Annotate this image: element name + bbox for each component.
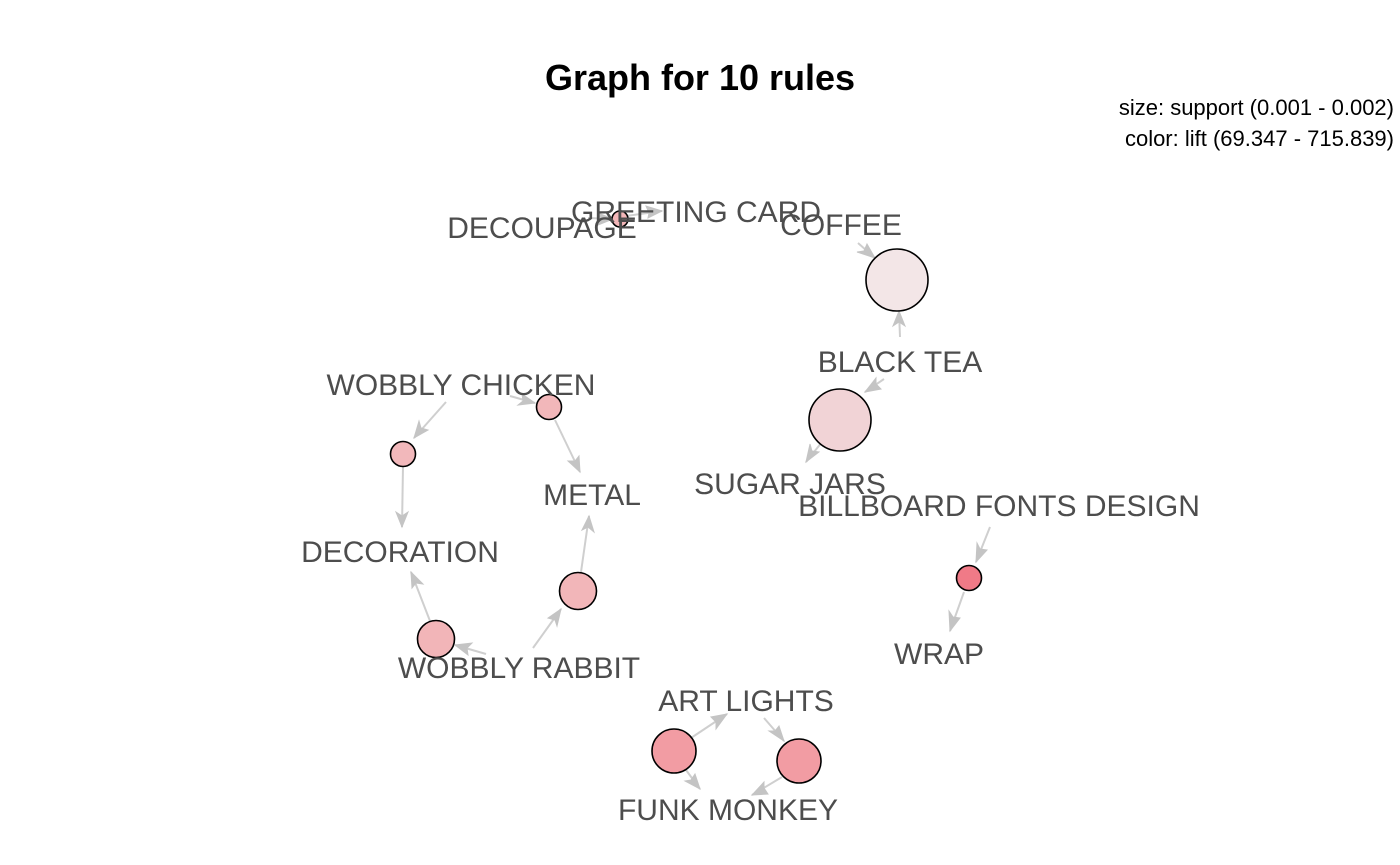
edge-arrow xyxy=(891,309,907,328)
rule-nodes-layer xyxy=(389,210,983,784)
edge-arrow xyxy=(750,780,769,796)
item-label-greeting-card: GREETING CARD xyxy=(571,196,821,229)
item-label-black-tea: BLACK TEA xyxy=(818,346,983,379)
graph-title: Graph for 10 rules xyxy=(545,57,855,98)
item-label-art-lights: ART LIGHTS xyxy=(658,685,834,718)
item-label-metal: METAL xyxy=(543,479,641,512)
rule-node xyxy=(955,564,983,592)
edge-arrow xyxy=(596,212,615,226)
rule-node xyxy=(776,738,822,784)
edge-arrow xyxy=(709,713,729,731)
item-label-coffee: COFFEE xyxy=(780,209,902,242)
rule-node xyxy=(416,619,456,659)
rule-node xyxy=(865,248,929,312)
item-label-wobbly-rabbit: WOBBLY RABBIT xyxy=(398,652,640,685)
edge-arrow xyxy=(948,609,961,633)
edge-arrow xyxy=(516,392,537,406)
edge-arrow xyxy=(767,724,785,743)
rule-node xyxy=(808,388,872,452)
edge-arrow xyxy=(546,607,562,628)
item-label-wobbly-chicken: WOBBLY CHICKEN xyxy=(327,369,596,402)
edge-arrow xyxy=(975,541,989,564)
item-label-sugar-jars: SUGAR JARS xyxy=(694,468,886,501)
edge-arrow xyxy=(580,514,595,534)
legend-size: size: support (0.001 - 0.002) xyxy=(1119,95,1394,120)
edge-arrow xyxy=(856,242,877,259)
rule-node xyxy=(558,571,598,611)
rule-node xyxy=(389,440,417,468)
rule-node xyxy=(611,210,629,228)
item-label-funk-monkey: FUNK MONKEY xyxy=(618,794,838,827)
edge-arrow xyxy=(566,454,581,474)
item-label-decoupage: DECOUPAGE xyxy=(447,212,636,245)
item-label-billboard-fonts-design: BILLBOARD FONTS DESIGN xyxy=(798,490,1200,523)
rule-node xyxy=(651,728,697,774)
item-label-wrap: WRAP xyxy=(894,638,984,671)
edge-arrow xyxy=(805,443,821,464)
edge-arrow xyxy=(453,642,474,657)
rule-node xyxy=(535,393,563,421)
item-labels-layer: GREETING CARD DECOUPAGE COFFEE BLACK TEA… xyxy=(301,196,1200,827)
edges-layer xyxy=(394,205,991,796)
edge-arrow xyxy=(863,376,883,393)
legend-color: color: lift (69.347 - 715.839) xyxy=(1125,126,1394,151)
edge-arrow xyxy=(683,772,701,791)
edge-arrow xyxy=(394,510,410,529)
edge-arrow xyxy=(413,419,430,440)
edge-arrow xyxy=(410,570,425,590)
item-label-decoration: DECORATION xyxy=(301,536,499,569)
edge-arrow xyxy=(645,205,664,219)
